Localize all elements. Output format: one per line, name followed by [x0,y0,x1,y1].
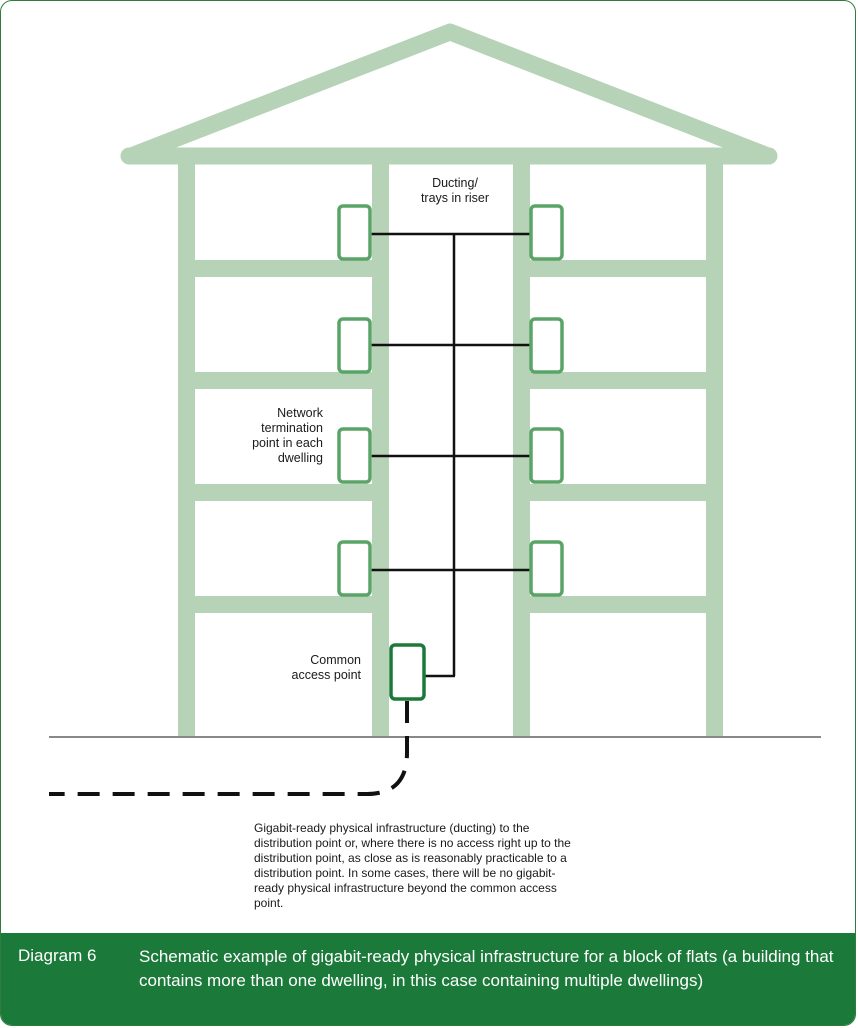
network-termination-point [337,317,372,374]
floor-slab [178,372,389,389]
ducting-label: Ducting/ trays in riser [420,176,490,205]
left-outer-wall [178,161,195,736]
diagram-title: Schematic example of gigabit-ready physi… [139,947,834,990]
right-outer-wall [706,161,723,736]
left-riser-wall [372,161,389,736]
floor-slab [178,596,389,613]
network-termination-label: Network termination point in each dwelli… [252,406,323,465]
floor-slab [513,260,723,277]
network-termination-point [337,540,372,597]
floor-slab [513,484,723,501]
roof [122,23,777,165]
floor-slab [178,484,389,501]
common-access-label: Common access point [291,653,361,682]
diagram-number: Diagram 6 [18,946,97,965]
network-termination-point [337,427,372,484]
incoming-ducting-dashed [49,701,409,796]
network-termination-point [529,427,564,484]
common-access-point [389,643,426,701]
network-termination-point [529,204,564,261]
floor-slab [513,596,723,613]
caption-bar: Diagram 6 Schematic example of gigabit-r… [1,933,855,1025]
network-termination-point [337,204,372,261]
floor-slab [178,260,389,277]
network-termination-point [529,317,564,374]
floor-slab [513,372,723,389]
footnote-text: Gigabit-ready physical infrastructure (d… [254,821,571,910]
network-termination-point [529,540,564,597]
right-riser-wall [513,161,530,736]
